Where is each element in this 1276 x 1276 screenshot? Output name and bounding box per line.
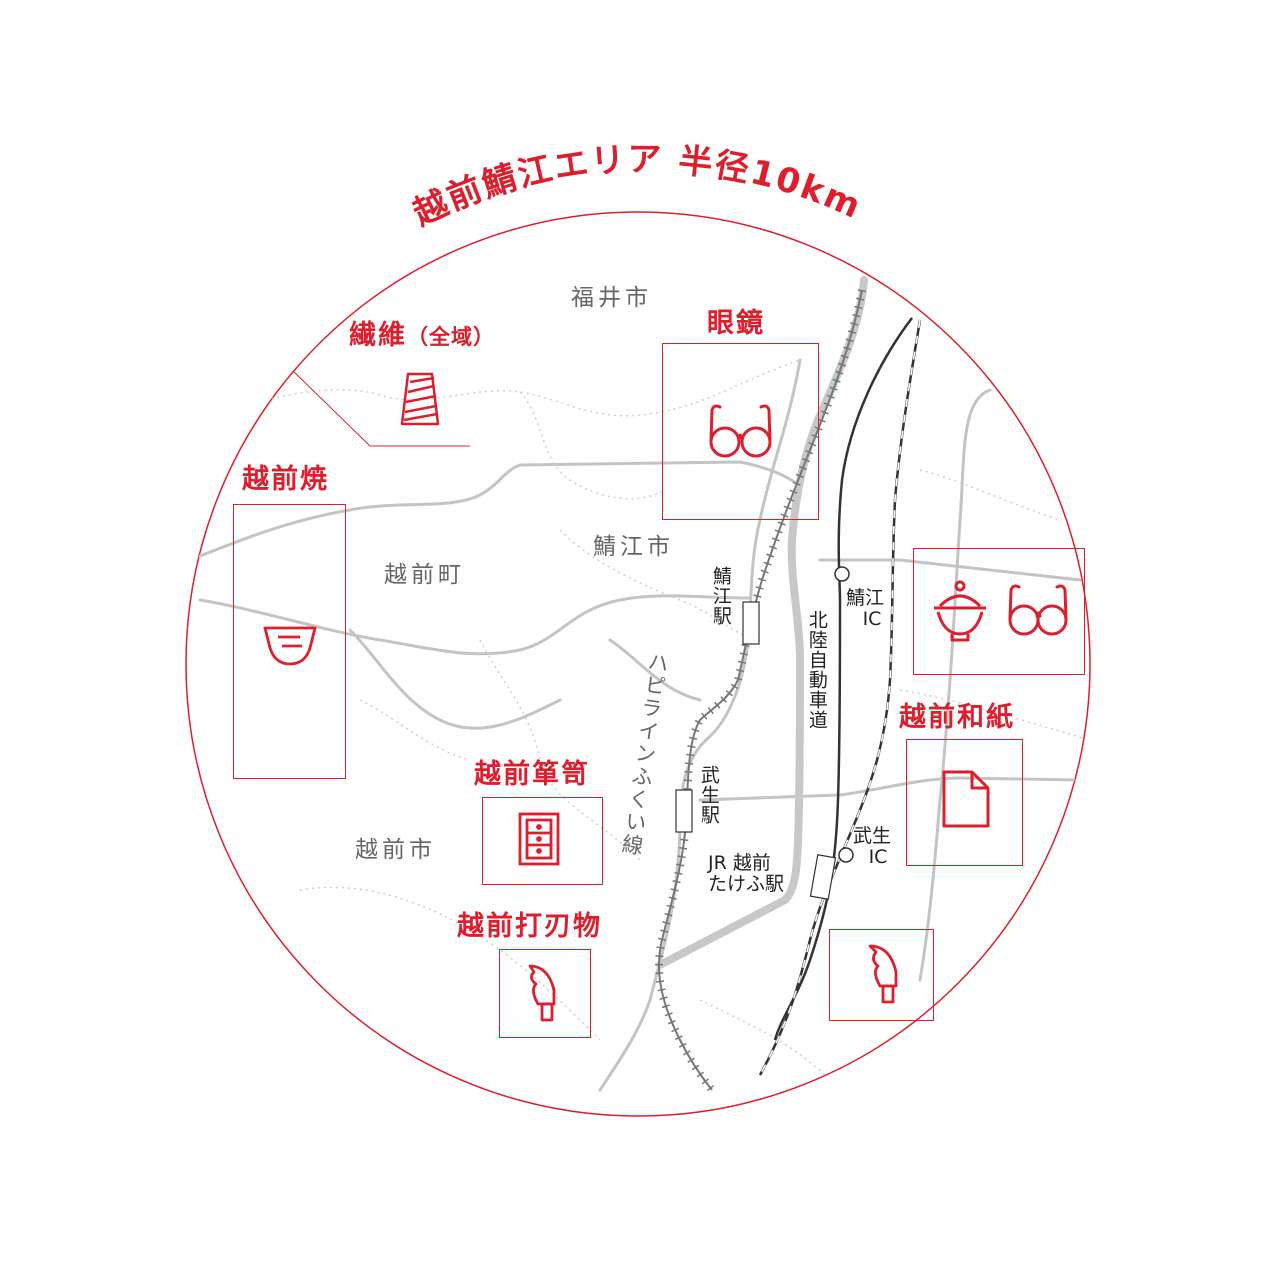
local-roads xyxy=(188,358,1082,1092)
glasses-icon xyxy=(1008,584,1068,636)
glasses-region-box xyxy=(662,343,819,520)
sabae-station-marker xyxy=(742,601,760,645)
radius-circle xyxy=(185,211,1091,1117)
takefu-ic-marker xyxy=(838,847,854,863)
jr-echizen-takefu-label: JR 越前 たけふ駅 xyxy=(708,852,785,895)
lacquer-bowl-icon xyxy=(934,580,986,642)
city-sabae: 鯖江市 xyxy=(593,534,674,560)
lacquer-glasses-region-box xyxy=(913,548,1085,675)
washi-region-box xyxy=(906,739,1023,866)
knife-label: 越前打刃物 xyxy=(457,911,602,942)
takefu-station-marker xyxy=(675,789,693,833)
knife-region-box xyxy=(499,949,591,1038)
glasses-icon xyxy=(709,404,772,458)
happiline-railway xyxy=(655,289,866,1093)
tansu-label: 越前箪笥 xyxy=(474,759,590,790)
knife-icon xyxy=(868,944,898,1004)
sabae-station-label: 鯖江駅 xyxy=(709,566,732,626)
echizen-takefu-station-marker xyxy=(809,854,837,900)
takefu-station-label: 武生駅 xyxy=(697,765,720,825)
textile-label: 繊維（全域） xyxy=(349,320,495,351)
echizen-yaki-label: 越前焼 xyxy=(242,464,329,495)
echizen-yaki-region-box xyxy=(233,504,346,779)
glasses-label: 眼鏡 xyxy=(707,308,765,339)
knife-icon xyxy=(528,964,556,1022)
knife-east-region-box xyxy=(829,929,934,1021)
city-echizen: 越前市 xyxy=(355,837,436,863)
city-echizen-town: 越前町 xyxy=(384,562,465,588)
chest-drawers-icon xyxy=(518,812,560,866)
jr-railway xyxy=(758,319,922,1076)
expressway-line xyxy=(773,317,913,1041)
sabae-ic-marker xyxy=(834,566,850,582)
city-fukui: 福井市 xyxy=(571,285,652,311)
washi-label: 越前和紙 xyxy=(899,702,1015,733)
pottery-bowl-icon xyxy=(263,626,317,666)
municipal-boundaries xyxy=(189,359,1090,1081)
expressway-label: 北陸自動車道 xyxy=(805,610,828,730)
tansu-region-box xyxy=(482,797,603,885)
national-route xyxy=(656,276,868,969)
district-divider xyxy=(289,367,470,447)
map-title: 越前鯖江エリア 半径10km xyxy=(407,140,868,234)
thread-spool-icon xyxy=(400,372,440,426)
paper-sheet-icon xyxy=(942,770,990,828)
